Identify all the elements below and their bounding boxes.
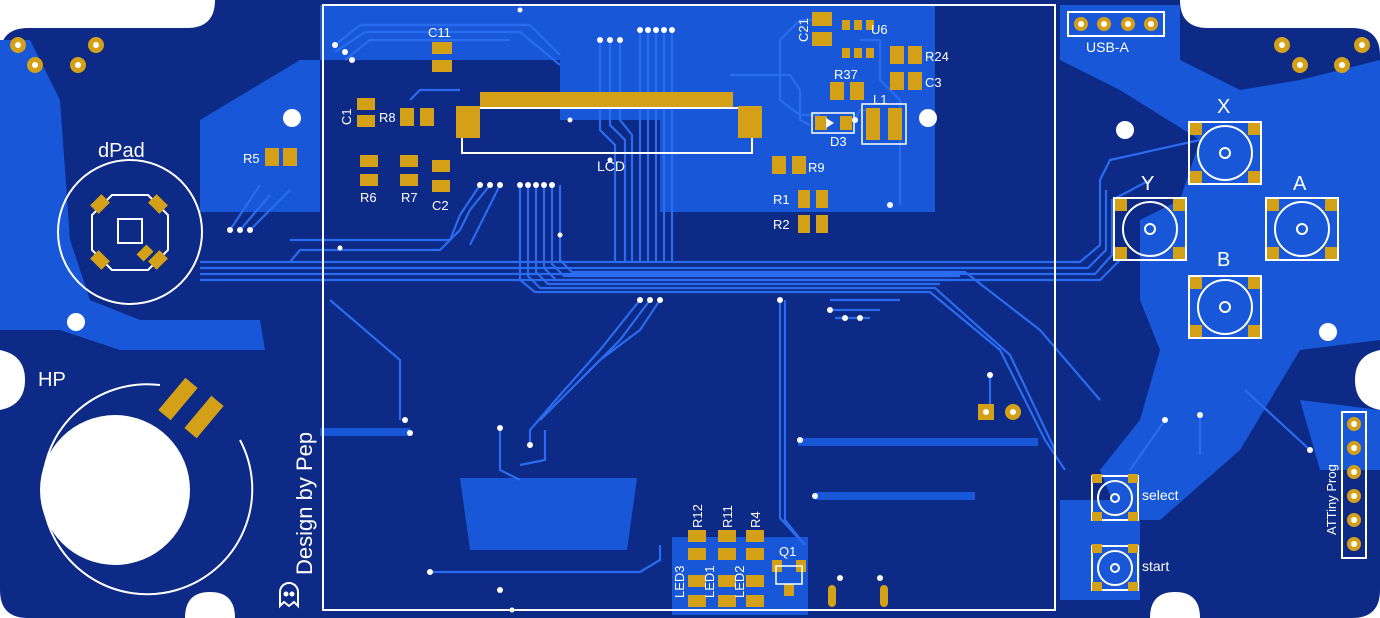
ref-c3: C3 bbox=[925, 75, 942, 90]
d3-outline bbox=[811, 112, 855, 134]
ref-l1: L1 bbox=[873, 92, 887, 107]
ref-c2: C2 bbox=[432, 198, 449, 213]
mounting-holes bbox=[67, 109, 1337, 341]
button-select-footprint bbox=[1091, 474, 1139, 521]
q1-outline bbox=[775, 565, 803, 585]
hp-speaker bbox=[40, 377, 254, 596]
lcd-outline bbox=[322, 4, 1056, 611]
button-start-footprint bbox=[1091, 544, 1139, 591]
label-hp: HP bbox=[38, 369, 66, 391]
label-usb-a: USB-A bbox=[1086, 39, 1129, 55]
ref-r1: R1 bbox=[773, 192, 790, 207]
ref-c1: C1 bbox=[339, 108, 354, 125]
traces bbox=[200, 18, 1311, 574]
button-x-footprint bbox=[1188, 121, 1262, 185]
vias bbox=[227, 7, 1313, 613]
ref-r12: R12 bbox=[690, 504, 705, 528]
label-a: A bbox=[1293, 173, 1307, 195]
ref-r6: R6 bbox=[360, 190, 377, 205]
ref-r4: R4 bbox=[748, 511, 763, 528]
ref-r7: R7 bbox=[401, 190, 418, 205]
label-x: X bbox=[1217, 96, 1230, 118]
ref-led3: LED3 bbox=[672, 565, 687, 598]
usb-a-header bbox=[1067, 11, 1165, 37]
dpad-footprint bbox=[57, 159, 203, 305]
ref-r24: R24 bbox=[925, 49, 949, 64]
ref-q1: Q1 bbox=[779, 544, 796, 559]
lcd-connector bbox=[456, 92, 762, 154]
ref-r11: R11 bbox=[720, 505, 735, 528]
ref-d3: D3 bbox=[830, 134, 847, 149]
ref-r2: R2 bbox=[773, 217, 790, 232]
label-y: Y bbox=[1141, 173, 1154, 195]
ref-r37: R37 bbox=[834, 67, 858, 82]
attiny-header bbox=[1341, 411, 1367, 559]
button-y-footprint bbox=[1113, 197, 1187, 261]
ref-r8: R8 bbox=[379, 110, 396, 125]
label-b: B bbox=[1217, 249, 1230, 271]
label-select: select bbox=[1142, 487, 1179, 503]
label-attiny: ATTiny Prog bbox=[1324, 464, 1339, 535]
label-lcd: LCD bbox=[597, 158, 625, 174]
label-dpad: dPad bbox=[98, 140, 145, 162]
ref-c21: C21 bbox=[796, 18, 811, 42]
ref-c11: C11 bbox=[428, 25, 451, 40]
ref-r5: R5 bbox=[243, 151, 260, 166]
button-a-footprint bbox=[1265, 197, 1339, 261]
designators: C11 C1 R8 R5 R6 R7 C2 C21 U6 R24 R37 C3 … bbox=[243, 18, 949, 598]
button-b-footprint bbox=[1188, 275, 1262, 339]
label-start: start bbox=[1142, 558, 1169, 574]
ref-led1: LED1 bbox=[702, 565, 717, 598]
smd-components bbox=[265, 12, 994, 607]
ref-led2: LED2 bbox=[732, 565, 747, 598]
ref-u6: U6 bbox=[871, 22, 888, 37]
corner-pads bbox=[10, 37, 1370, 73]
label-designer: Design by Pep bbox=[292, 432, 317, 575]
ghost-logo bbox=[279, 582, 299, 609]
ref-r9: R9 bbox=[808, 160, 825, 175]
